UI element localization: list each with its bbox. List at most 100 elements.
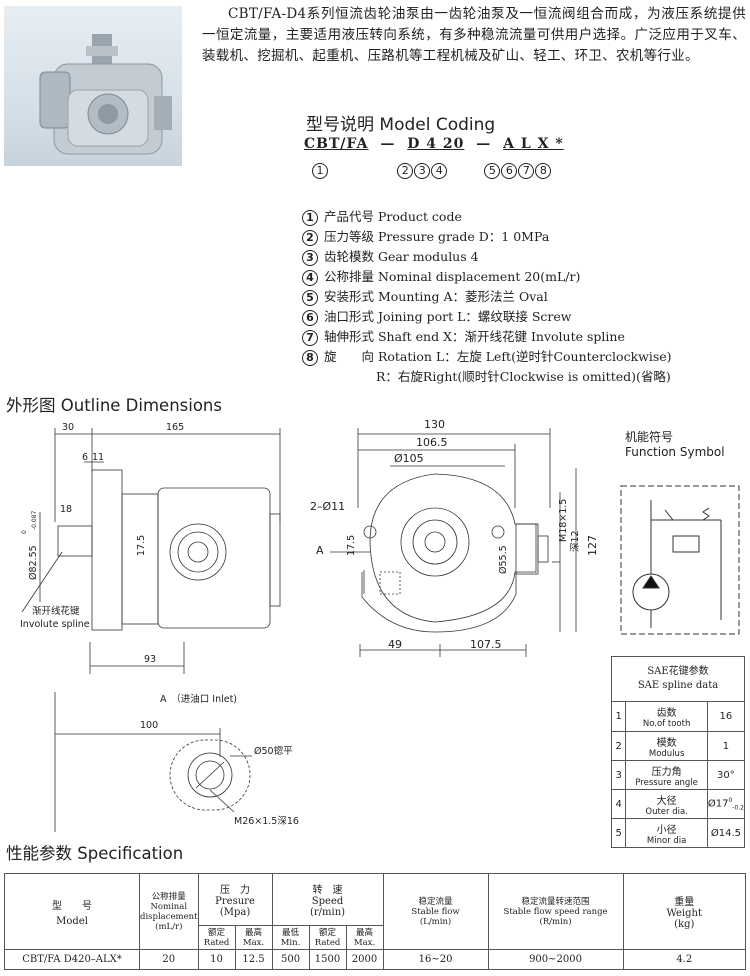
dim-82-55-tol-down: -0.087 (31, 510, 38, 530)
sub-en: Min. (280, 937, 301, 948)
dim-82-55: Ø82.55 (28, 545, 39, 580)
sae-row-value: 30° (706, 760, 746, 790)
dim-6: 6 (82, 452, 88, 463)
code-part-1: CBT/FA (304, 136, 369, 152)
description-extra: R：右旋Right(顺时针Clockwise is omitted)(省略) (376, 369, 671, 384)
header-line: 稳定流量 (418, 896, 453, 907)
sae-label-cn: 齿数 (656, 708, 677, 719)
col-model-header: 型 号 Model (4, 873, 140, 950)
dim-127: 127 (586, 535, 599, 556)
function-symbol-title: 机能符号 Function Symbol (625, 430, 725, 460)
code-part-2: D 4 20 (407, 136, 465, 152)
cell-displacement: 20 (139, 949, 199, 970)
description-number: 3 (302, 250, 318, 266)
header-line: Weight (666, 908, 702, 919)
sub-cn: 最高 (245, 927, 263, 938)
sae-label-en: No.of tooth (642, 719, 691, 729)
cell-speed-rated: 1500 (308, 949, 347, 970)
cell-model: CBT/FA D420–ALX* (4, 949, 140, 970)
description-number: 4 (302, 270, 318, 286)
front-view-drawing: 130 106.5 Ø105 2–Ø11 A 17.5 Ø55.5 M18×1.… (310, 418, 599, 657)
cell-weight: 4.2 (622, 949, 747, 970)
sae-label-cn: 压力角 (651, 766, 682, 778)
code-marker: 8 (535, 163, 552, 179)
sae-tol-up: 0 (728, 796, 733, 804)
port-thread-label: M26×1.5深16 (234, 816, 299, 827)
spline-label-en: Involute spline (20, 619, 90, 630)
sub-cn: 额定 (319, 927, 337, 938)
sub-cn: 最低 (282, 927, 300, 938)
view-a-label: A (316, 544, 324, 557)
model-coding-title: 型号说明 Model Coding (306, 115, 496, 135)
cell-speed-min: 500 (271, 949, 310, 970)
description-text: 油口形式 Joining port L：螺纹联接 Screw (324, 309, 572, 324)
dim-93: 93 (144, 654, 156, 665)
product-photo (4, 6, 182, 166)
header-en: Model (56, 915, 88, 927)
header-line: Stable flow (411, 906, 460, 917)
header-line: (mL/r) (155, 921, 183, 932)
description-item: 6 油口形式 Joining port L：螺纹联接 Screw (302, 307, 672, 327)
header-cn: 型 号 (52, 900, 92, 912)
dim-17-5: 17.5 (136, 535, 147, 556)
dim-17-5-front: 17.5 (346, 535, 357, 556)
header-line: 稳定流量转速范围 (521, 896, 590, 907)
sae-table-header: SAE花键参数 SAE spline data (611, 656, 745, 702)
sae-label-cn: 模数 (656, 737, 677, 749)
gear-pump-illustration (39, 34, 172, 155)
sub-en: Rated (314, 937, 341, 948)
header-line: (R/min) (539, 916, 572, 927)
dim-105: Ø105 (394, 452, 424, 465)
code-marker: 5 (484, 163, 501, 179)
dim-106-5: 106.5 (416, 436, 448, 449)
header-cn: 转 速 (312, 885, 343, 896)
sae-row-num: 2 (610, 731, 627, 761)
description-number: 1 (302, 210, 318, 226)
sae-label-en: Outer dia. (645, 806, 688, 817)
sae-tol-down: -0.2 (732, 804, 744, 812)
code-dash-1: — (380, 136, 396, 152)
sae-row-value: 1 (706, 731, 746, 761)
intro-paragraph: CBT/FA-D4系列恒流齿轮油泵由一齿轮油泵及一恒流阀组合而成，为液压系统提供… (202, 6, 746, 64)
sae-row-value: Ø170-0.2 (706, 789, 746, 819)
dim-130: 130 (424, 418, 445, 431)
code-marker: 1 (312, 163, 328, 179)
description-number: 6 (302, 310, 318, 326)
sae-row-num: 5 (610, 818, 627, 848)
sae-label-cn: 小径 (656, 824, 677, 836)
header-line: (kg) (674, 919, 695, 930)
cell-pressure-rated: 10 (197, 949, 236, 970)
description-text: 压力等级 Pressure grade D：1 0MPa (324, 229, 550, 244)
description-number: 8 (302, 350, 318, 366)
side-view-drawing: 30 165 6 11 18 17.5 Ø82.55 0 -0.087 渐开线花… (20, 422, 299, 832)
dim-11: 11 (92, 452, 104, 463)
sub-en: Rated (203, 937, 230, 948)
dim-30: 30 (62, 422, 74, 433)
code-marker: 7 (518, 163, 535, 179)
sub-cn: 额定 (208, 927, 226, 938)
sub-en: Max. (242, 937, 265, 948)
cell-speed-max: 2000 (345, 949, 384, 970)
sub-cn: 最高 (356, 927, 374, 938)
